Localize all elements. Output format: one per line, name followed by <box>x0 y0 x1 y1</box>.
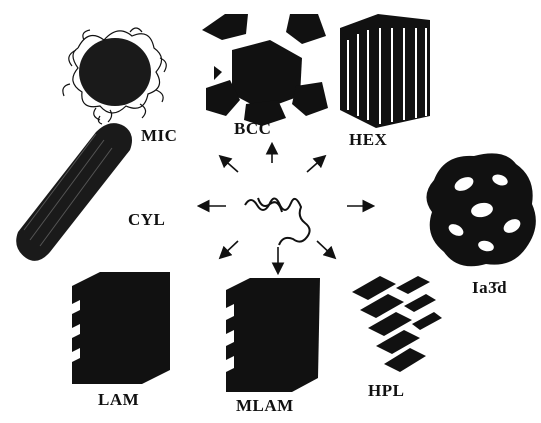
hpl-structure <box>352 276 442 372</box>
cyl-structure <box>16 123 132 261</box>
arrows <box>200 145 372 272</box>
center-polymer-coil <box>245 198 310 245</box>
lam-structure <box>72 272 170 384</box>
mlam-structure <box>226 278 320 392</box>
hex-structure <box>340 14 430 128</box>
label-mlam: MLAM <box>236 396 294 416</box>
label-cyl: CYL <box>128 210 165 230</box>
ia3d-structure <box>426 153 535 266</box>
label-hpl: HPL <box>368 381 404 401</box>
label-hex: HEX <box>349 130 387 150</box>
arrow-to-hex <box>307 157 324 172</box>
arrow-to-mic <box>221 157 238 172</box>
mic-structure <box>63 28 166 124</box>
label-lam: LAM <box>98 390 139 410</box>
arrow-to-hpl <box>317 241 334 257</box>
arrow-to-lam <box>221 241 238 257</box>
label-mic: MIC <box>141 126 177 146</box>
label-ia3d: Ia3̄d <box>472 278 507 298</box>
bcc-structure <box>202 14 328 126</box>
label-bcc: BCC <box>234 119 271 139</box>
